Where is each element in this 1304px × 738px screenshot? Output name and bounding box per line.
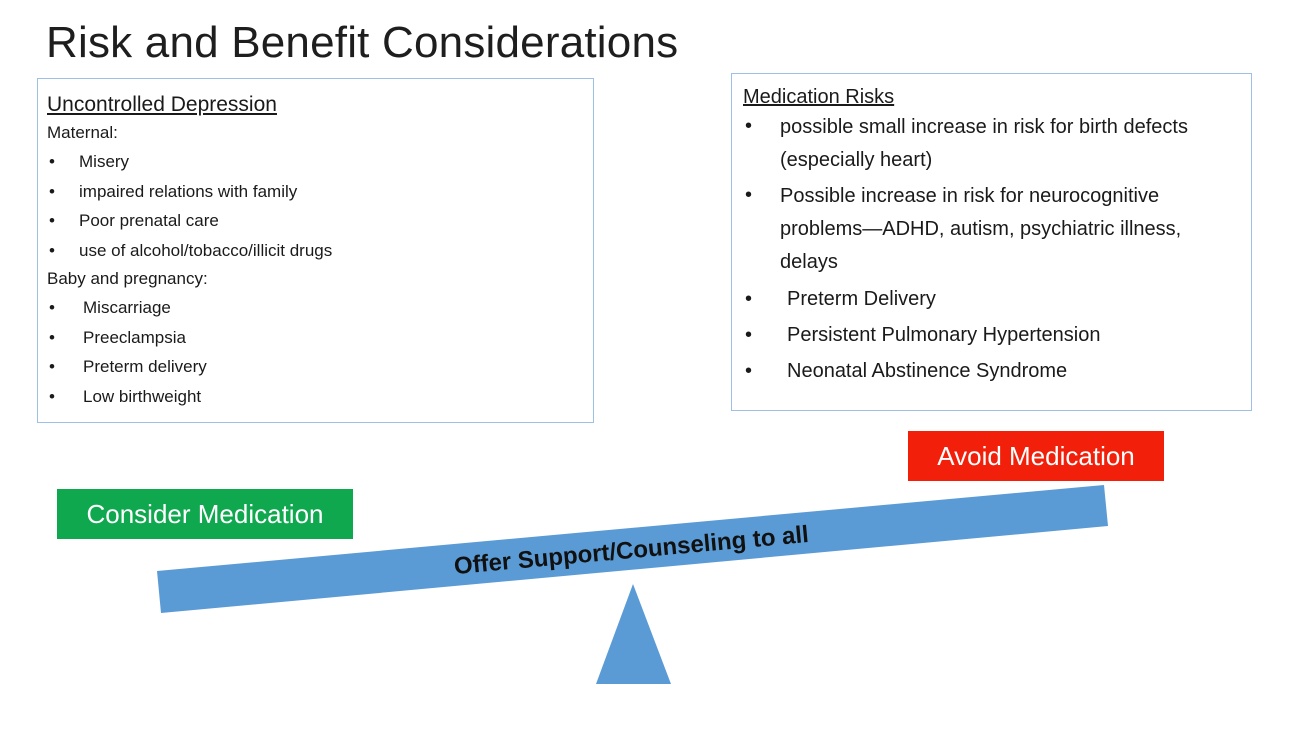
maternal-label: Maternal: bbox=[47, 123, 118, 142]
uncontrolled-depression-heading: Uncontrolled Depression bbox=[47, 93, 277, 116]
list-item-text: use of alcohol/tobacco/illicit drugs bbox=[79, 240, 333, 260]
bullet-icon: • bbox=[49, 386, 55, 406]
list-item-text: impaired relations with family bbox=[79, 181, 298, 201]
list-item-text: Neonatal Abstinence Syndrome bbox=[787, 360, 1068, 382]
bullet-icon: • bbox=[49, 181, 55, 201]
medication-risks-heading: Medication Risks bbox=[743, 86, 895, 108]
list-item: • Poor prenatal care bbox=[47, 206, 585, 236]
list-item-text: Persistent Pulmonary Hypertension bbox=[787, 324, 1101, 346]
bullet-icon: • bbox=[745, 288, 753, 310]
bullet-icon: • bbox=[49, 327, 55, 347]
list-item-text: Possible increase in risk for neurocogni… bbox=[780, 185, 1182, 273]
list-item: • impaired relations with family bbox=[47, 177, 585, 207]
medication-risks-box: Medication Risks • possible small increas… bbox=[731, 73, 1252, 411]
avoid-medication-label: Avoid Medication bbox=[908, 431, 1164, 481]
list-item-text: Miscarriage bbox=[83, 298, 171, 317]
seesaw-fulcrum bbox=[596, 584, 671, 684]
list-item: • Preterm delivery bbox=[47, 352, 585, 382]
bullet-icon: • bbox=[49, 357, 55, 376]
list-item: • Neonatal Abstinence Syndrome bbox=[743, 353, 1243, 389]
list-item: • Miscarriage bbox=[47, 293, 585, 323]
list-item-text: Preeclampsia bbox=[83, 327, 186, 347]
maternal-list: •Misery •impaired relations with family … bbox=[47, 147, 585, 265]
bullet-icon: • bbox=[745, 360, 753, 382]
list-item: • possible small increase in risk for bir… bbox=[743, 110, 1243, 179]
bullet-icon: • bbox=[49, 240, 55, 260]
bullet-icon: • bbox=[745, 324, 753, 346]
list-item: • Preterm Delivery bbox=[743, 281, 1243, 317]
list-item: • Misery bbox=[47, 147, 585, 177]
list-item: • Possible increase in risk for neurocogn… bbox=[743, 179, 1243, 281]
seesaw-beam bbox=[157, 485, 1108, 613]
list-item: • use of alcohol/tobacco/illicit drugs bbox=[47, 236, 585, 266]
medication-risks-list-continued: • Preterm Delivery • Persistent Pulmonary … bbox=[743, 281, 1243, 389]
list-item-text: Poor prenatal care bbox=[79, 211, 219, 230]
list-item-text: Misery bbox=[79, 152, 130, 171]
bullet-icon: • bbox=[745, 115, 753, 137]
slide-title: Risk and Benefit Considerations bbox=[46, 18, 679, 67]
list-item: • Low birthweight bbox=[47, 382, 585, 412]
list-item-text: Low birthweight bbox=[83, 386, 202, 406]
uncontrolled-depression-box: Uncontrolled Depression Maternal: • Miser… bbox=[37, 78, 594, 423]
consider-medication-label: Consider Medication bbox=[57, 489, 353, 539]
bullet-icon: • bbox=[49, 211, 55, 230]
bullet-icon: • bbox=[49, 298, 55, 317]
baby-pregnancy-list: • Miscarriage • Preeclampsia • Preterm deli… bbox=[47, 293, 585, 411]
list-item-text: possible small increase in risk for birt… bbox=[780, 116, 1188, 171]
bullet-icon: • bbox=[49, 152, 55, 171]
baby-pregnancy-label: Baby and pregnancy: bbox=[47, 269, 208, 288]
list-item-text: Preterm Delivery bbox=[787, 288, 936, 310]
medication-risks-list: • possible small increase in risk for bir… bbox=[743, 110, 1243, 281]
bullet-icon: • bbox=[745, 184, 753, 206]
list-item-text: Preterm delivery bbox=[83, 357, 207, 376]
list-item: • Persistent Pulmonary Hypertension bbox=[743, 317, 1243, 353]
list-item: • Preeclampsia bbox=[47, 323, 585, 353]
